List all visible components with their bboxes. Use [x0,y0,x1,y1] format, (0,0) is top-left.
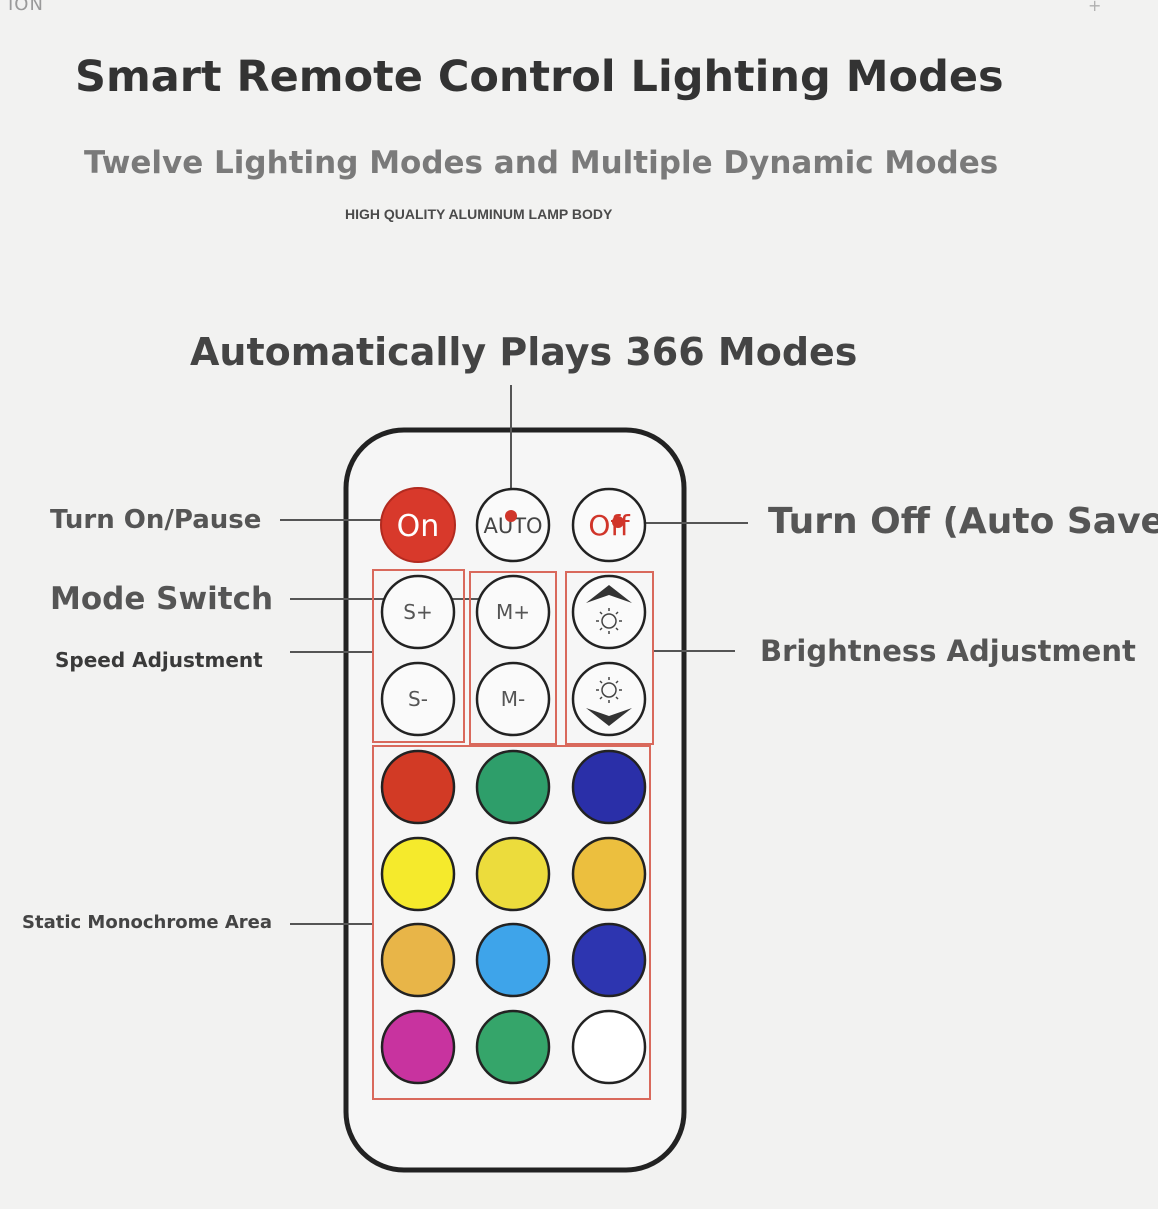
brightness-up-button[interactable] [571,574,647,650]
mode-down-label: M- [501,687,525,711]
label-turn-off: Turn Off (Auto Save) [768,501,1158,542]
corner-text: ION [8,0,44,15]
color-button-9[interactable] [571,922,647,998]
color-button-5[interactable] [475,836,551,912]
color-button-2[interactable] [475,749,551,825]
label-mode-switch: Mode Switch [50,581,274,617]
mode-up-label: M+ [496,600,530,624]
color-button-10[interactable] [380,1009,456,1085]
color-button-12[interactable] [571,1009,647,1085]
mode-up-button[interactable]: M+ [475,574,551,650]
speed-down-label: S- [408,687,428,711]
sun-icon [596,608,622,634]
color-button-11[interactable] [475,1009,551,1085]
color-button-8[interactable] [475,922,551,998]
static-color-box [372,745,651,1100]
highlight-boxes [372,569,654,1100]
mode-down-button[interactable]: M- [475,661,551,737]
arrow-up-icon [586,585,632,603]
label-brightness: Brightness Adjustment [760,634,1136,668]
auto-button[interactable]: AUTO [475,487,551,563]
label-static: Static Monochrome Area [22,912,273,933]
off-marker-dot [612,516,624,528]
color-button-grid [380,749,647,1085]
page-subtitle: Twelve Lighting Modes and Multiple Dynam… [84,145,999,181]
label-speed: Speed Adjustment [55,648,263,672]
on-button[interactable]: On [380,487,456,563]
speed-up-button[interactable]: S+ [380,574,456,650]
speed-down-button[interactable]: S- [380,661,456,737]
color-button-4[interactable] [380,836,456,912]
arrow-down-icon [586,708,632,726]
page-title: Smart Remote Control Lighting Modes [75,52,1004,102]
sun-icon [596,677,622,703]
plus-icon: + [1088,0,1102,15]
mode-box [469,571,557,745]
color-button-1[interactable] [380,749,456,825]
off-button-label: Off [588,509,630,542]
speed-up-label: S+ [403,600,432,624]
color-button-7[interactable] [380,922,456,998]
auto-marker-dot [505,510,517,522]
auto-heading: Automatically Plays 366 Modes [190,330,858,374]
off-button[interactable]: Off [571,487,647,563]
color-button-3[interactable] [571,749,647,825]
on-button-label: On [397,509,440,544]
color-button-6[interactable] [571,836,647,912]
caption: HIGH QUALITY ALUMINUM LAMP BODY [345,206,613,222]
speed-box [372,569,465,743]
brightness-box [565,571,654,745]
brightness-down-button[interactable] [571,661,647,737]
label-turn-on: Turn On/Pause [50,505,262,535]
